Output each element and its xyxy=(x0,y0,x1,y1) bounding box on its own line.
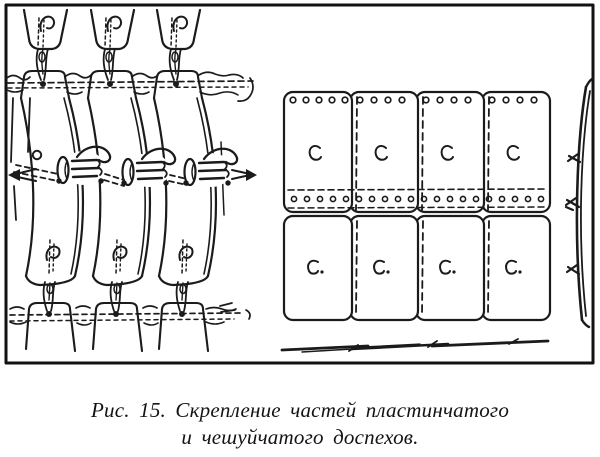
rivet-holes-top-row xyxy=(289,96,538,104)
scale-curls-bottom-row xyxy=(307,259,522,275)
knot-3 xyxy=(183,147,239,187)
lamellar-lacing-panel xyxy=(6,8,257,353)
lower-lacing-band xyxy=(9,239,251,353)
figure-illustration xyxy=(4,3,595,365)
scale-curls-top-row xyxy=(308,145,520,161)
lace-arrow-right xyxy=(231,169,257,181)
plate-grid-top-row xyxy=(282,90,552,214)
figure-caption: Рис. 15. Скрепление частей пластинчатого… xyxy=(0,397,600,451)
upper-plate-row xyxy=(22,8,202,87)
lace-hole xyxy=(31,149,43,161)
figure-frame xyxy=(4,3,595,365)
plate-columns xyxy=(10,96,225,287)
knot-2 xyxy=(121,147,177,187)
knot-1 xyxy=(56,145,112,185)
plate-edge-strip xyxy=(280,338,550,353)
side-profile-view xyxy=(564,77,594,329)
caption-line-1: Рис. 15. Скрепление частей пластинчатого xyxy=(90,398,510,422)
lace-path-dashed xyxy=(13,164,188,187)
caption-line-2: и чешуйчатого доспехов. xyxy=(181,425,419,449)
plate-grid-bottom-row xyxy=(282,214,552,322)
scale-armour-panel xyxy=(280,77,594,353)
middle-knot-row xyxy=(8,145,257,187)
lace-arrow-left xyxy=(8,168,37,182)
upper-lacing-band xyxy=(6,69,254,102)
hidden-plate-edges xyxy=(355,96,490,316)
